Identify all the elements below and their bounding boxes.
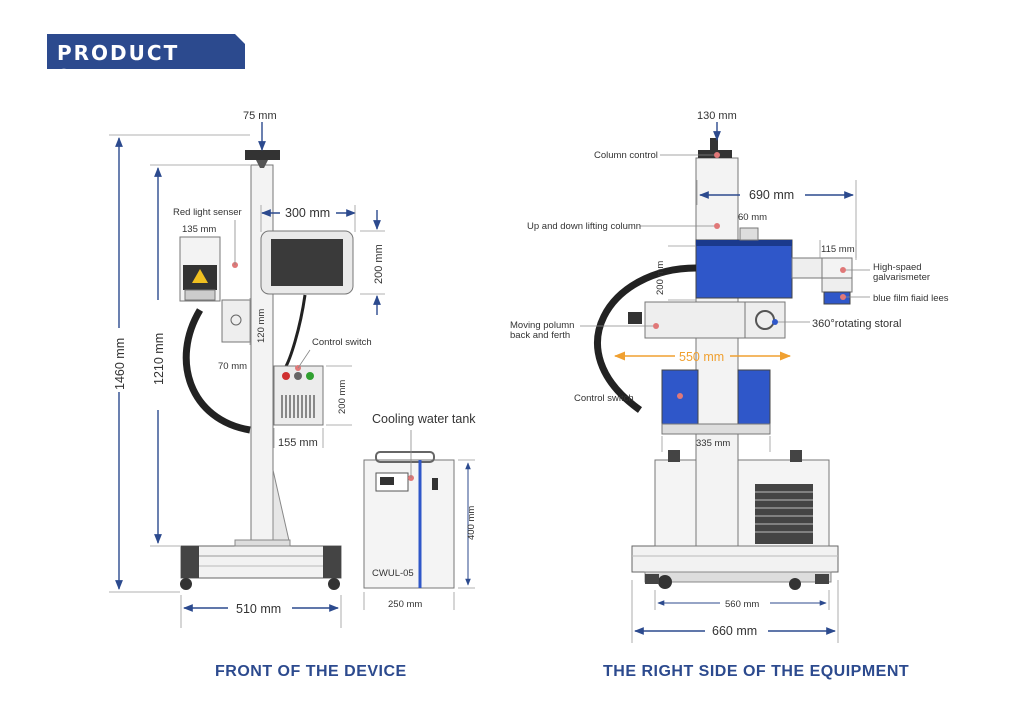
dim-400: 400 mm — [466, 506, 477, 540]
label-control-switch-front: Control switch — [312, 337, 372, 348]
dim-690: 690 mm — [749, 188, 794, 202]
front-device — [179, 150, 455, 590]
dim-200-box: 200 mm — [337, 380, 348, 414]
dim-75: 75 mm — [243, 110, 277, 122]
dim-200-side: 200 mm — [655, 261, 666, 295]
chiller-model: CWUL-05 — [372, 568, 414, 579]
dim-70: 70 mm — [218, 361, 247, 372]
label-rotating: 360°rotating storal — [812, 318, 901, 330]
front-dimension-lines — [109, 122, 475, 628]
label-moving-column-2: back and ferth — [510, 330, 570, 341]
dim-60: 60 mm — [738, 212, 767, 223]
label-moving-column-1: Moving polumn — [510, 320, 574, 331]
dim-130: 130 mm — [697, 110, 737, 122]
label-high-speed-2: galvarismeter — [873, 272, 930, 283]
dim-200-screen: 200 mm — [373, 244, 385, 284]
dim-1460: 1460 mm — [113, 338, 127, 390]
badge-shape — [47, 34, 245, 69]
title-badge: PRODUCT SIZE — [47, 34, 245, 89]
label-column-control: Column control — [594, 150, 658, 161]
label-high-speed-1: High-spaed — [873, 262, 922, 273]
dim-335: 335 mm — [696, 438, 730, 449]
dim-510: 510 mm — [236, 602, 281, 616]
side-dimension-lines — [631, 122, 857, 643]
dim-250: 250 mm — [388, 599, 422, 610]
label-blue-film: blue film fiaid lees — [873, 293, 949, 304]
dim-550: 550 mm — [679, 350, 724, 364]
label-cooling-water-tank: Cooling water tank — [372, 412, 476, 426]
caption-side: THE RIGHT SIDE OF THE EQUIPMENT — [603, 663, 910, 680]
caption-front: FRONT OF THE DEVICE — [215, 663, 407, 680]
dim-300: 300 mm — [285, 206, 330, 220]
label-up-down-column: Up and down lifting column — [527, 221, 641, 232]
page-title: PRODUCT SIZE — [57, 41, 180, 89]
side-device — [594, 138, 853, 590]
dim-155: 155 mm — [278, 437, 318, 449]
label-control-switch-side: Control switch — [574, 393, 634, 404]
dim-1210: 1210 mm — [152, 333, 166, 385]
dim-135: 135 mm — [182, 224, 216, 235]
label-red-light-sensor: Red light senser — [173, 207, 242, 218]
dim-115: 115 mm — [821, 244, 855, 255]
front-markers — [232, 220, 414, 481]
side-markers — [580, 152, 870, 399]
dim-560: 560 mm — [725, 599, 759, 610]
dim-120: 120 mm — [256, 309, 267, 343]
dim-660: 660 mm — [712, 624, 757, 638]
front-labels: 75 mm 300 mm 200 mm Red light senser 135… — [113, 110, 477, 616]
side-labels: 130 mm Column control 690 mm 60 mm Up an… — [510, 110, 949, 638]
